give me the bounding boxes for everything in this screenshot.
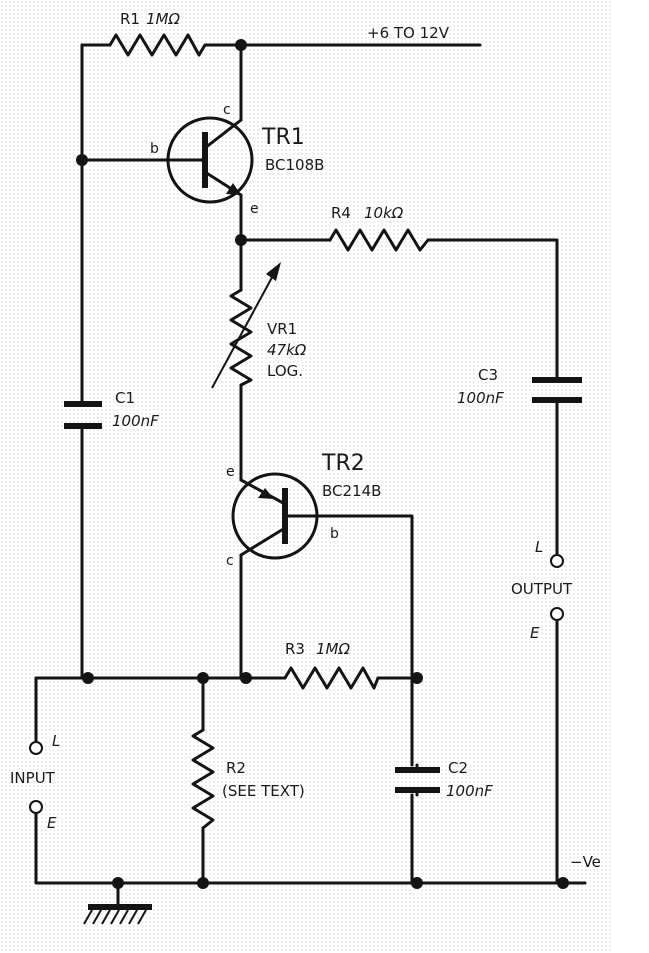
junction-dot	[197, 877, 209, 889]
capacitor-c2	[395, 763, 440, 797]
input-label: INPUT	[10, 769, 56, 787]
c2-ref: C2	[448, 759, 468, 777]
r1-ref: R1	[120, 10, 140, 28]
wire-ground-rail	[34, 811, 587, 885]
vr1-ref: VR1	[267, 320, 297, 338]
input-earth-label: E	[47, 814, 57, 832]
junction-dot	[235, 234, 247, 246]
transistor-tr2	[231, 472, 324, 560]
paper-background	[0, 0, 612, 953]
r2-ref: R2	[226, 759, 246, 777]
resistor-r3	[283, 666, 380, 690]
junction-dot	[235, 39, 247, 51]
vr1-taper: LOG.	[267, 362, 303, 380]
output-live-terminal	[550, 554, 564, 568]
junction-dot	[76, 154, 88, 166]
c3-value: 100nF	[457, 389, 504, 407]
junction-dot	[557, 877, 569, 889]
c2-value: 100nF	[446, 782, 493, 800]
tr2-type: BC214B	[322, 482, 381, 500]
output-earth-label: E	[530, 624, 540, 642]
wire-tr2-base	[320, 514, 414, 680]
wire-r4-right	[426, 238, 559, 377]
variable-arrow-icon	[211, 269, 277, 389]
junctions	[76, 39, 569, 889]
junction-dot	[411, 877, 423, 889]
output-label: OUTPUT	[511, 580, 573, 598]
output-live-label: L	[535, 538, 543, 556]
tr1-pin-b: b	[150, 141, 159, 157]
input-live-terminal	[29, 741, 43, 755]
tr2-pin-b: b	[330, 526, 339, 542]
junction-dot	[240, 672, 252, 684]
tr1-pin-c: c	[223, 102, 231, 118]
tr1-pin-e: e	[250, 201, 259, 217]
vr1-value: 47kΩ	[267, 341, 307, 359]
output-earth-terminal	[550, 607, 564, 621]
emitter-arrow-icon	[226, 183, 241, 195]
emitter-arrow-icon	[258, 488, 274, 499]
capacitor-c1	[64, 398, 102, 432]
negative-rail-label: −Ve	[570, 853, 601, 871]
tr1-type: BC108B	[265, 156, 324, 174]
r4-value: 10kΩ	[364, 204, 404, 222]
c1-value: 100nF	[112, 412, 159, 430]
c3-ref: C3	[478, 366, 498, 384]
r3-ref: R3	[285, 640, 305, 658]
r3-value: 1MΩ	[316, 640, 350, 658]
tr1-ref: TR1	[261, 125, 305, 150]
tr2-pin-e: e	[226, 464, 235, 480]
transistor-tr1	[166, 116, 254, 204]
resistor-r2	[191, 728, 215, 830]
tr2-ref: TR2	[321, 451, 365, 476]
potentiometer-vr1	[229, 288, 253, 387]
r2-value: (SEE TEXT)	[222, 782, 305, 800]
resistor-r4	[328, 228, 430, 252]
input-live-label: L	[52, 732, 60, 750]
r4-ref: R4	[331, 204, 351, 222]
r1-value: 1MΩ	[146, 10, 180, 28]
arrow-head-icon	[266, 262, 281, 281]
capacitor-c3	[532, 373, 582, 407]
supply-label: +6 TO 12V	[367, 24, 450, 42]
junction-dot	[82, 672, 94, 684]
tr2-pin-c: c	[226, 553, 234, 569]
junction-dot	[112, 877, 124, 889]
input-earth-terminal	[29, 800, 43, 814]
junction-dot	[411, 672, 423, 684]
c1-ref: C1	[115, 389, 135, 407]
resistor-r1	[108, 33, 207, 57]
earth-ground-icon	[83, 904, 152, 925]
junction-dot	[197, 672, 209, 684]
